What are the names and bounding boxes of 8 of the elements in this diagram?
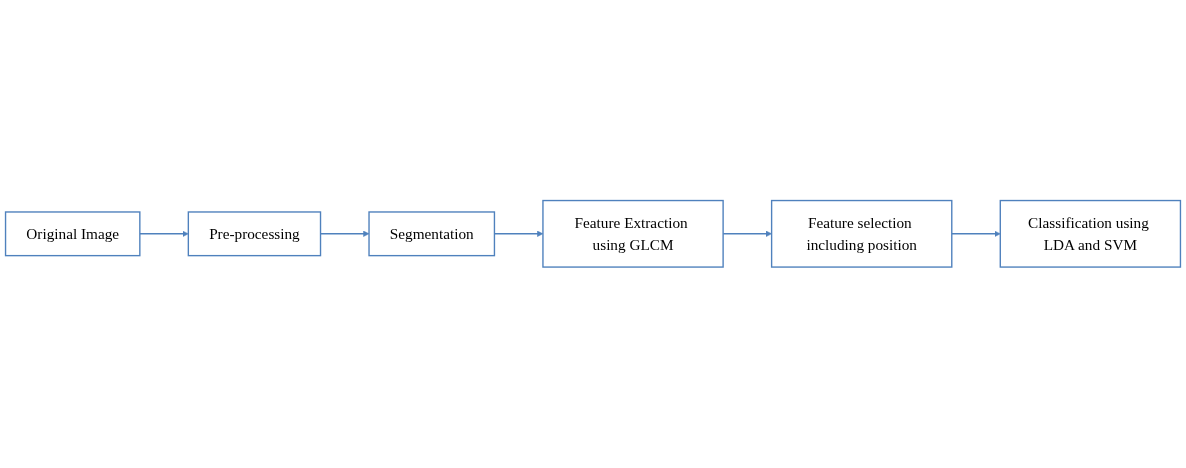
node-box: Segmentation [368,211,496,257]
arrow [951,230,1001,238]
node-box: Original Image [4,211,141,257]
arrow [139,230,189,238]
node-box: Classification using LDA and SVM [999,200,1182,268]
node-box: Pre-processing [187,211,322,257]
node-box: Feature Extraction using GLCM [542,200,724,268]
node-box: Feature selection including position [770,200,953,268]
